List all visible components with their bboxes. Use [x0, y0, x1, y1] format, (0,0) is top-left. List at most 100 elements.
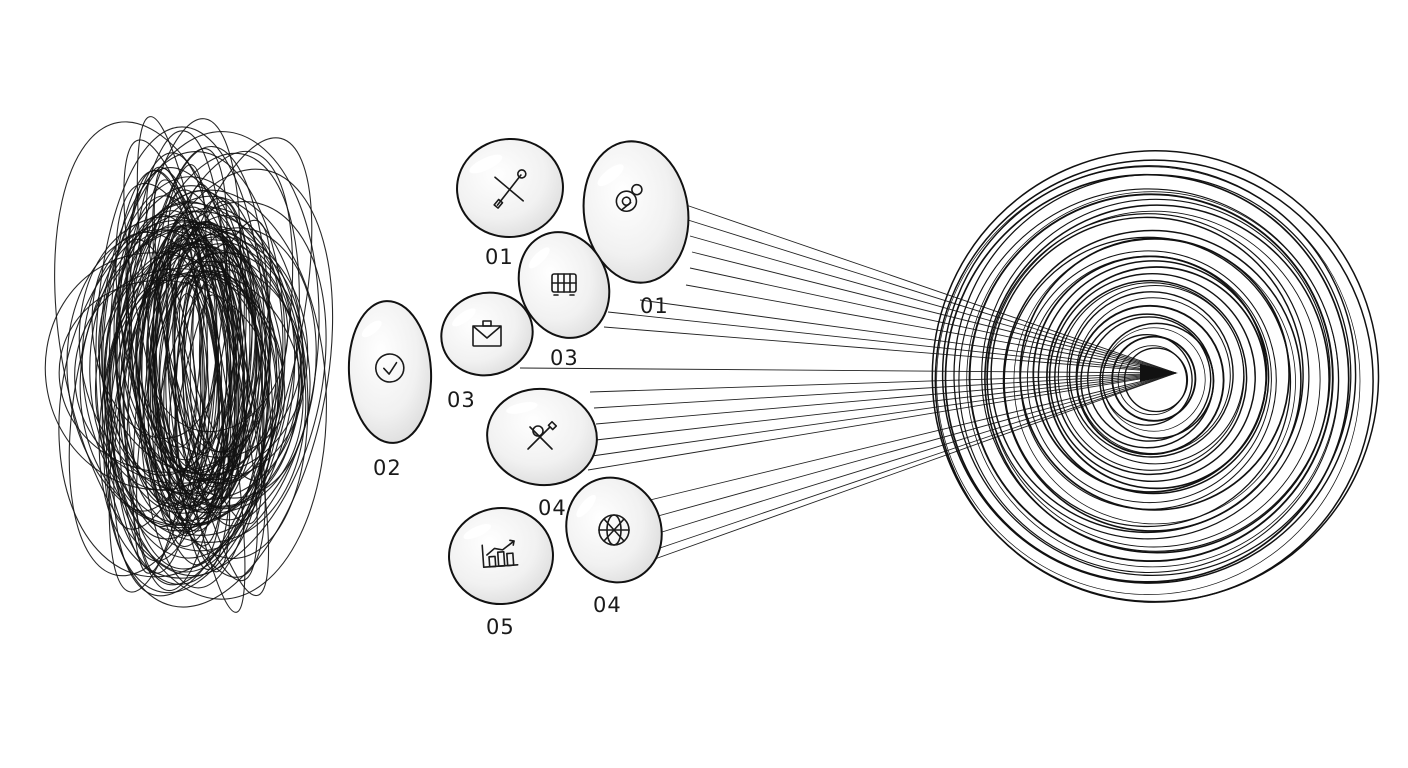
- target-ring: [944, 173, 1350, 583]
- target-ring: [990, 216, 1304, 534]
- briefcase-icon: [472, 320, 502, 347]
- converging-line: [661, 372, 1177, 533]
- pebble-02-clock: [347, 300, 433, 444]
- scribble-loop: [98, 201, 327, 579]
- scribble-loop: [155, 226, 268, 510]
- target-ring: [1026, 255, 1272, 504]
- converging-line: [659, 372, 1177, 549]
- scribble-loop: [153, 226, 242, 492]
- target-ring: [968, 193, 1334, 563]
- crossed-tools-icon: [527, 420, 558, 450]
- converging-line: [595, 372, 1177, 441]
- target-ring: [1080, 313, 1215, 449]
- target-ring: [931, 150, 1380, 603]
- converging-line: [687, 219, 1177, 374]
- scribble-loop: [108, 148, 228, 593]
- scribble-loop: [159, 229, 270, 526]
- abacus-icon: [551, 273, 577, 296]
- converging-line: [607, 311, 1177, 374]
- pebble-04-globe: [565, 476, 663, 584]
- target-ring: [1013, 238, 1296, 525]
- pebble-01-tools: [456, 137, 564, 239]
- pebble-label: 01: [485, 245, 514, 269]
- converging-line: [603, 326, 1177, 374]
- pebble-label: 05: [486, 615, 515, 639]
- target-ring: [981, 198, 1331, 552]
- tangled-scribble: [44, 116, 334, 613]
- wrench-screwdriver-icon: [493, 169, 527, 209]
- scribble-loop: [141, 224, 232, 533]
- converging-line: [685, 204, 1177, 374]
- scribble-loop: [127, 233, 235, 507]
- scribble-loop: [81, 219, 307, 543]
- target-ring: [1068, 291, 1234, 458]
- pebble-03-briefcase: [440, 291, 534, 377]
- target-ring: [1087, 316, 1212, 442]
- scribble-loop: [114, 230, 231, 511]
- converging-line: [591, 372, 1177, 457]
- target-ring: [1075, 297, 1231, 454]
- scribble-loop: [173, 293, 210, 473]
- pebble-03-abacus: [517, 231, 611, 339]
- bar-chart-growth-icon: [481, 539, 519, 569]
- target-ring: [1003, 236, 1292, 528]
- scribble-loop: [68, 185, 245, 577]
- pebble-04-tools: [486, 387, 598, 487]
- converging-line: [595, 372, 1177, 425]
- target-ring: [958, 188, 1340, 574]
- pebble-label: 03: [447, 388, 476, 412]
- scribble-loop: [118, 238, 198, 448]
- scribble-loop: [147, 243, 263, 507]
- converging-line: [639, 299, 1177, 374]
- scribble-loop: [110, 190, 257, 540]
- converging-line: [685, 284, 1177, 374]
- globe-network-icon: [598, 514, 630, 546]
- scribble-loop: [151, 233, 235, 509]
- scribble-loop: [138, 145, 271, 589]
- target-focal-point: [1140, 364, 1178, 382]
- converging-line: [691, 251, 1177, 374]
- pebble-label: 01: [640, 294, 669, 318]
- target-ring: [1111, 335, 1197, 422]
- pebble-label: 04: [538, 496, 567, 520]
- target-ring: [1002, 229, 1302, 532]
- scribble-loop: [102, 131, 320, 552]
- scribble-loop: [163, 197, 253, 532]
- target-ring: [941, 165, 1357, 584]
- target-ring: [1048, 272, 1256, 483]
- target-ring: [1123, 347, 1189, 413]
- scribble-loop: [181, 260, 249, 485]
- scribble-loop: [118, 118, 242, 562]
- scribble-loop: [118, 221, 278, 476]
- concentric-target: [931, 150, 1380, 603]
- scribble-loop: [147, 221, 217, 526]
- target-ring: [1037, 260, 1270, 495]
- target-ring: [1019, 237, 1290, 511]
- target-ring: [1057, 282, 1245, 471]
- converging-line: [657, 372, 1177, 517]
- pebble-01-person: [582, 140, 690, 284]
- scribble-loop: [155, 244, 206, 522]
- pebble-label: 02: [373, 456, 402, 480]
- target-ring: [984, 204, 1330, 554]
- pebble-label: 03: [550, 346, 579, 370]
- scribble-loop: [125, 167, 274, 521]
- target-ring: [986, 213, 1310, 540]
- converging-line: [689, 267, 1177, 374]
- pebble-label: 04: [593, 593, 622, 617]
- target-ring: [1054, 279, 1248, 476]
- clock-check-icon: [374, 353, 405, 383]
- converging-line: [593, 372, 1177, 409]
- person-gear-icon: [615, 183, 643, 213]
- converging-line: [651, 372, 1177, 561]
- target-ring: [987, 210, 1321, 548]
- target-ring: [936, 166, 1361, 595]
- scribble-loop: [159, 252, 257, 471]
- scribble-loop: [126, 215, 284, 570]
- converging-line: [649, 372, 1177, 501]
- pebble-05-chart: [448, 506, 554, 606]
- converging-line: [589, 372, 1177, 393]
- target-ring: [1102, 327, 1206, 432]
- target-ring: [1117, 345, 1187, 416]
